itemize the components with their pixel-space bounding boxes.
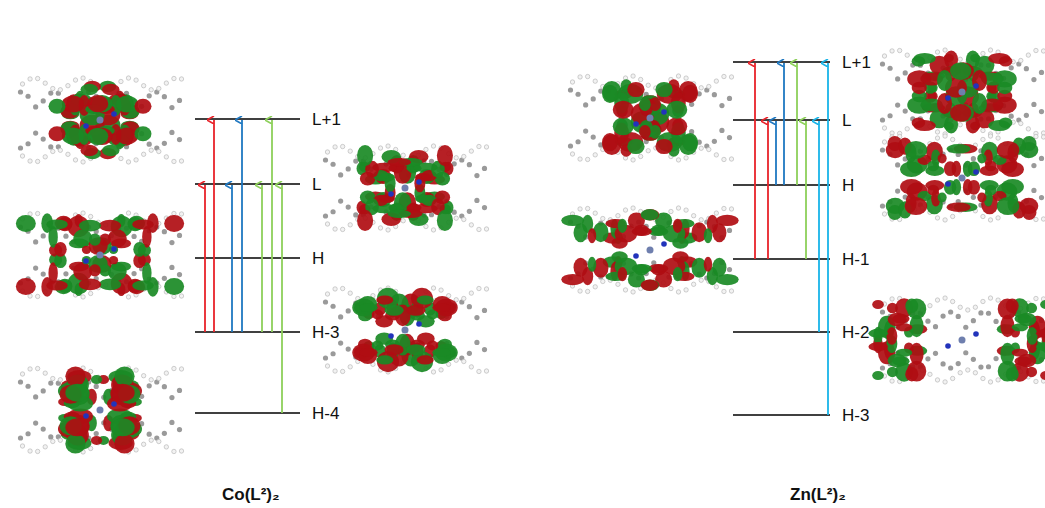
transition-arrow — [213, 120, 215, 332]
transition-arrow — [231, 185, 233, 332]
transition-arrow — [805, 121, 807, 259]
transition-arrow — [241, 120, 243, 332]
orbital-label: H-3 — [842, 407, 869, 424]
orbital-picture — [323, 286, 489, 374]
orbital-label: L+1 — [842, 54, 871, 71]
orbital-label: H-1 — [842, 251, 869, 268]
orbital-label: H-4 — [312, 405, 339, 422]
transition-arrow — [796, 63, 798, 185]
orbital-picture — [18, 76, 184, 164]
energy-level — [733, 331, 830, 333]
energy-level — [195, 257, 300, 259]
transition-arrow — [204, 185, 206, 332]
energy-level — [733, 414, 830, 416]
energy-level — [195, 331, 300, 333]
orbital-picture — [561, 206, 738, 294]
orbital-picture — [18, 366, 184, 454]
orbital-picture — [323, 144, 489, 232]
transition-arrow — [783, 63, 785, 185]
transition-arrow — [775, 121, 777, 185]
energy-level — [195, 183, 300, 185]
transition-arrow — [281, 185, 283, 413]
complex-name: Co(L²)₂ — [222, 486, 280, 503]
orbital-picture — [16, 211, 184, 299]
orbital-picture — [868, 296, 1045, 384]
energy-level — [733, 258, 830, 260]
orbital-label: H-3 — [312, 324, 339, 341]
orbital-label: L+1 — [312, 111, 341, 128]
orbital-picture — [880, 48, 1045, 136]
orbital-label: H-2 — [842, 324, 869, 341]
orbital-label: L — [312, 176, 321, 193]
orbital-label: L — [842, 112, 851, 129]
orbital-picture — [568, 74, 734, 162]
transition-arrow — [271, 120, 273, 332]
transition-arrow — [754, 63, 756, 259]
orbital-label: H — [312, 250, 324, 267]
complex-name: Zn(L²)₂ — [790, 486, 846, 503]
transition-arrow — [827, 63, 829, 415]
transition-arrow — [818, 121, 820, 332]
orbital-picture — [880, 134, 1045, 222]
energy-level — [195, 412, 300, 414]
energy-level — [733, 184, 830, 186]
energy-level — [733, 61, 830, 63]
transition-arrow — [261, 185, 263, 332]
energy-level — [733, 119, 830, 121]
transition-arrow — [767, 121, 769, 259]
orbital-label: H — [842, 177, 854, 194]
energy-level — [195, 118, 300, 120]
